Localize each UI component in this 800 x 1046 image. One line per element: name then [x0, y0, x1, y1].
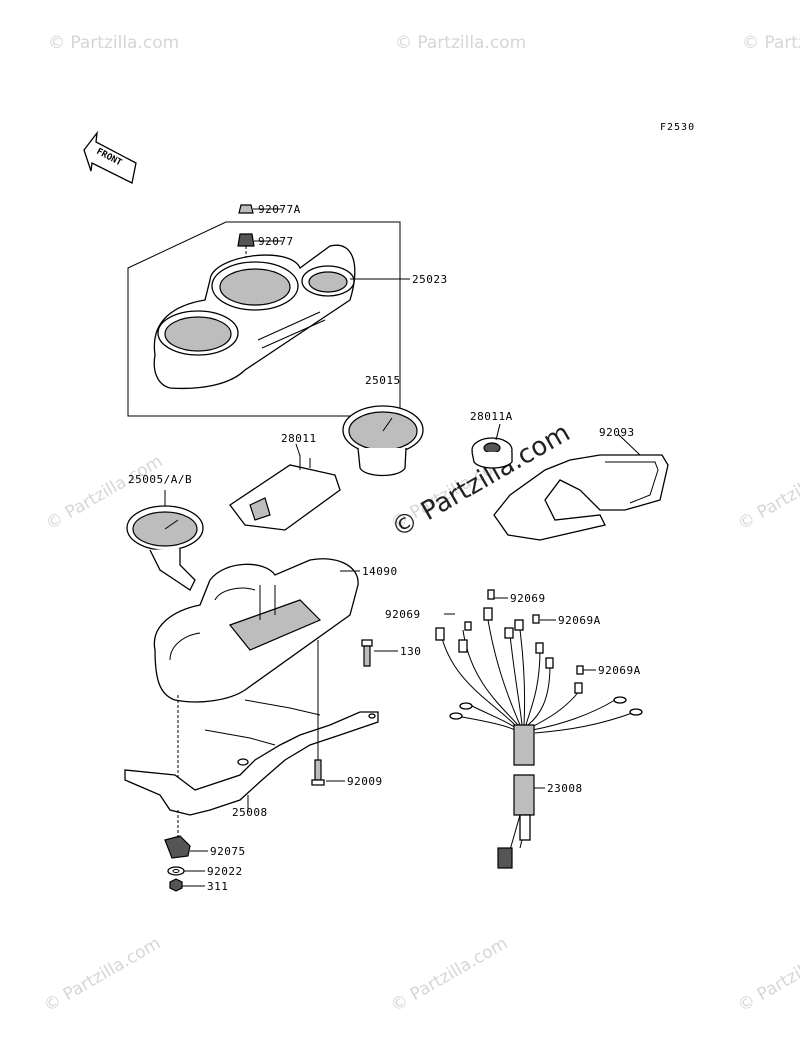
- front-arrow-icon: FRONT: [83, 130, 137, 184]
- callout-92075: 92075: [210, 845, 246, 858]
- callout-28011A: 28011A: [470, 410, 513, 423]
- callout-23008: 23008: [547, 782, 583, 795]
- speedometer-25015: [342, 405, 424, 477]
- callout-14090: 14090: [362, 565, 398, 578]
- tachometer-harness-28011: [229, 443, 341, 531]
- callout-92077: 92077: [258, 235, 294, 248]
- callout-92069: 92069: [385, 608, 421, 621]
- cap-92077A-icon: [238, 204, 282, 214]
- washer-92022-icon: [167, 866, 205, 876]
- callout-25005: 25005/A/B: [128, 473, 192, 486]
- watermark-text: © Partzilla.com: [395, 33, 526, 53]
- callout-92022: 92022: [207, 865, 243, 878]
- meter-case-14090: [153, 558, 360, 790]
- watermark-text: © Partzilla.com: [735, 933, 800, 1016]
- callout-130: 130: [400, 645, 421, 658]
- callout-92009: 92009: [347, 775, 383, 788]
- tachometer-25005: [126, 490, 204, 591]
- meter-cover-25023: [153, 244, 410, 390]
- nut-311-icon: [169, 878, 205, 892]
- assembly-box: [127, 221, 401, 417]
- callout-25008: 25008: [232, 806, 268, 819]
- watermark-text: © Partzilla.com: [742, 33, 800, 53]
- socket-28011A: [471, 423, 513, 469]
- callout-92093: 92093: [599, 426, 635, 439]
- screw-130-icon: [361, 639, 398, 667]
- watermark-text: © Partzilla.com: [735, 451, 800, 534]
- callout-92069: 92069: [510, 592, 546, 605]
- seal-strip-92093: [493, 433, 669, 541]
- screw-92009-icon: [311, 640, 345, 786]
- callout-311: 311: [207, 880, 228, 893]
- callout-92069A: 92069A: [598, 664, 641, 677]
- watermark-text: © Partzilla.com: [48, 33, 179, 53]
- callout-92069A: 92069A: [558, 614, 601, 627]
- damper-92075-icon: [164, 810, 208, 859]
- watermark-text: © Partzilla.com: [41, 933, 165, 1016]
- callout-25015: 25015: [365, 374, 401, 387]
- watermark-text: © Partzilla.com: [388, 933, 512, 1016]
- callout-92077A: 92077A: [258, 203, 301, 216]
- callout-25023: 25023: [412, 273, 448, 286]
- figure-id: F2530: [660, 122, 695, 133]
- bracket-25008: [124, 699, 379, 816]
- callout-28011: 28011: [281, 432, 317, 445]
- callout-labels: 92077A 92077 25023 25015 28011A 92093 28…: [128, 203, 641, 893]
- grommet-92077-icon: [237, 233, 282, 247]
- wire-harness-23008: [435, 589, 643, 869]
